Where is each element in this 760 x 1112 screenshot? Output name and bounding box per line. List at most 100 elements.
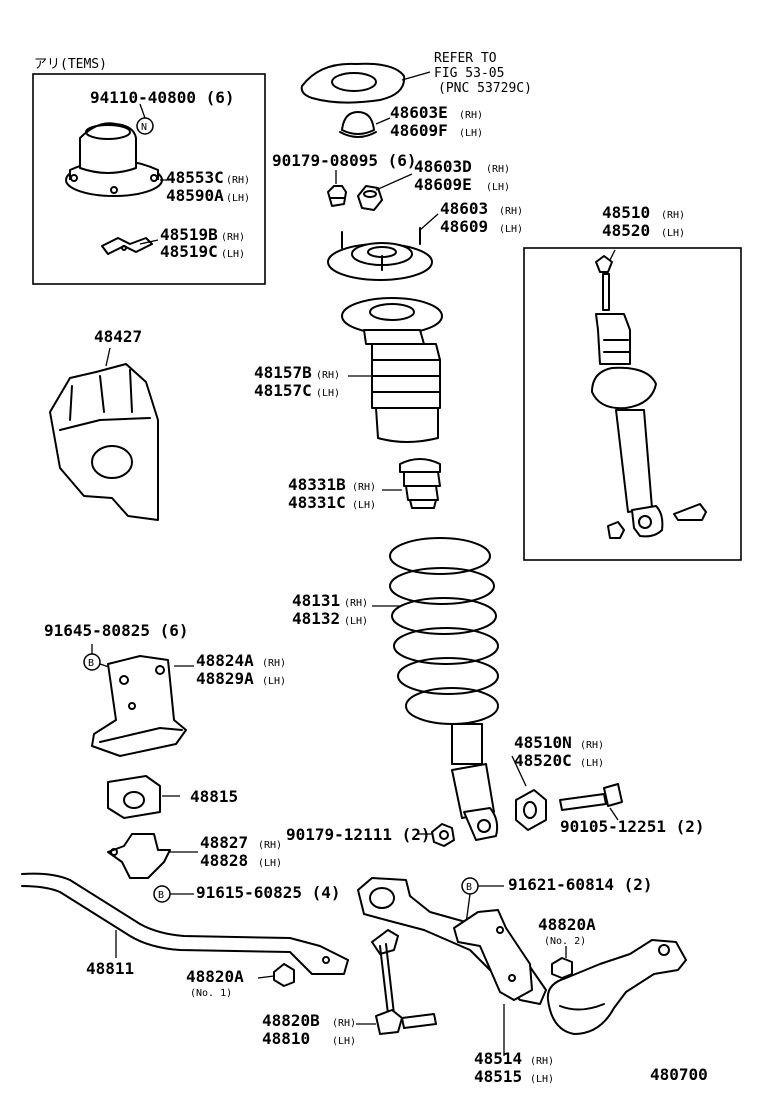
shock-absorber-drawing [591, 255, 707, 539]
mount-plate-drawing [300, 62, 406, 104]
part-91621-60814: 91621-60814 (2) [508, 875, 653, 894]
part-48427: 48427 [94, 327, 142, 346]
suspension-support-drawing [327, 227, 433, 281]
svg-text:B: B [158, 890, 164, 901]
part-48519c: 48519C [160, 242, 218, 261]
steering-knuckle-drawing [546, 939, 687, 1035]
shock-absorber-box [523, 247, 742, 561]
svg-text:(RH): (RH) [262, 658, 286, 669]
svg-text:(RH): (RH) [459, 110, 483, 121]
svg-text:(No. 1): (No. 1) [190, 988, 232, 999]
part-90179-12111: 90179-12111 (2) [286, 825, 431, 844]
dust-cap-drawing [357, 185, 383, 211]
part-48131: 48131 [292, 591, 340, 610]
n-symbol-icon: N [136, 117, 154, 135]
refer-line-1: REFER TO [434, 51, 497, 66]
part-48824a: 48824A [196, 651, 254, 670]
protector-bracket-drawing [49, 363, 159, 521]
lower-bushing-drawing [515, 789, 547, 831]
tems-option-box [32, 73, 266, 285]
part-48811: 48811 [86, 959, 134, 978]
part-48514: 48514 [474, 1049, 522, 1068]
part-48520c: 48520C [514, 751, 572, 770]
svg-text:(LH): (LH) [226, 193, 250, 204]
part-48331b: 48331B [288, 475, 346, 494]
part-90105-12251: 90105-12251 (2) [560, 817, 705, 836]
coil-spring-drawing [389, 537, 499, 725]
svg-text:(LH): (LH) [486, 182, 510, 193]
stabilizer-clamp-drawing [107, 833, 171, 879]
part-90179-08095: 90179-08095 (6) [272, 151, 417, 170]
stabilizer-bush-drawing [107, 775, 161, 819]
svg-text:(RH): (RH) [580, 740, 604, 751]
part-48157c: 48157C [254, 381, 312, 400]
refer-line-3: (PNC 53729C) [438, 81, 532, 96]
part-48609e: 48609E [414, 175, 472, 194]
svg-text:(LH): (LH) [499, 224, 523, 235]
shock-lower-bolt-drawing [559, 783, 623, 811]
svg-text:(RH): (RH) [530, 1056, 554, 1067]
part-48820a-no1: 48820A [186, 967, 244, 986]
tems-label: アリ(TEMS) [34, 57, 107, 72]
part-48603e: 48603E [390, 103, 448, 122]
link-nut-drawing-2 [551, 957, 573, 979]
svg-text:(LH): (LH) [258, 858, 282, 869]
part-48331c: 48331C [288, 493, 346, 512]
part-48815: 48815 [190, 787, 238, 806]
part-48520: 48520 [602, 221, 650, 240]
svg-text:(RH): (RH) [499, 206, 523, 217]
dust-boot-drawing [341, 297, 443, 443]
part-48827: 48827 [200, 833, 248, 852]
svg-text:(LH): (LH) [316, 388, 340, 399]
lock-nut-drawing [431, 823, 455, 847]
part-48820b: 48820B [262, 1011, 320, 1030]
part-48603d: 48603D [414, 157, 472, 176]
svg-text:(LH): (LH) [661, 228, 685, 239]
svg-text:(LH): (LH) [580, 758, 604, 769]
svg-text:(RH): (RH) [661, 210, 685, 221]
svg-text:(RH): (RH) [486, 164, 510, 175]
part-94110-40800: 94110-40800 (6) [90, 88, 235, 107]
part-91645-80825: 91645-80825 (6) [44, 621, 189, 640]
link-nut-drawing-1 [273, 963, 295, 987]
svg-text:(LH): (LH) [352, 500, 376, 511]
svg-text:(LH): (LH) [344, 616, 368, 627]
part-48609: 48609 [440, 217, 488, 236]
refer-line-2: FIG 53-05 [434, 66, 504, 81]
svg-text:(LH): (LH) [459, 128, 483, 139]
tems-actuator-cap-drawing [65, 122, 163, 197]
b-symbol-icon-3: B [461, 877, 479, 895]
part-48553c: 48553C [166, 168, 224, 187]
part-91615-60825: 91615-60825 (4) [196, 883, 341, 902]
svg-text:(LH): (LH) [262, 676, 286, 687]
part-48810: 48810 [262, 1029, 310, 1048]
lower-shock-body-drawing [451, 723, 499, 841]
part-48603: 48603 [440, 199, 488, 218]
diagram-number: 480700 [650, 1065, 708, 1084]
part-48609f: 48609F [390, 121, 448, 140]
flange-nut-drawing [327, 185, 347, 207]
stabilizer-bar-drawing [21, 872, 349, 975]
tems-bracket-drawing [101, 237, 153, 255]
svg-text:(No. 2): (No. 2) [544, 936, 586, 947]
svg-text:(RH): (RH) [352, 482, 376, 493]
part-48829a: 48829A [196, 669, 254, 688]
part-48828: 48828 [200, 851, 248, 870]
part-48132: 48132 [292, 609, 340, 628]
svg-text:(LH): (LH) [332, 1036, 356, 1047]
arm-bracket-drawing [453, 909, 533, 1001]
upper-cap-drawing [339, 111, 377, 138]
svg-text:(RH): (RH) [226, 175, 250, 186]
stabilizer-link-drawing [371, 929, 437, 1035]
part-48515: 48515 [474, 1067, 522, 1086]
svg-text:(RH): (RH) [316, 370, 340, 381]
svg-text:B: B [466, 882, 472, 893]
part-48157b: 48157B [254, 363, 312, 382]
part-48510: 48510 [602, 203, 650, 222]
bump-stopper-drawing [399, 458, 441, 509]
svg-text:(LH): (LH) [221, 249, 245, 260]
part-48590a: 48590A [166, 186, 224, 205]
svg-text:(RH): (RH) [258, 840, 282, 851]
svg-text:(LH): (LH) [530, 1074, 554, 1085]
svg-text:(RH): (RH) [344, 598, 368, 609]
